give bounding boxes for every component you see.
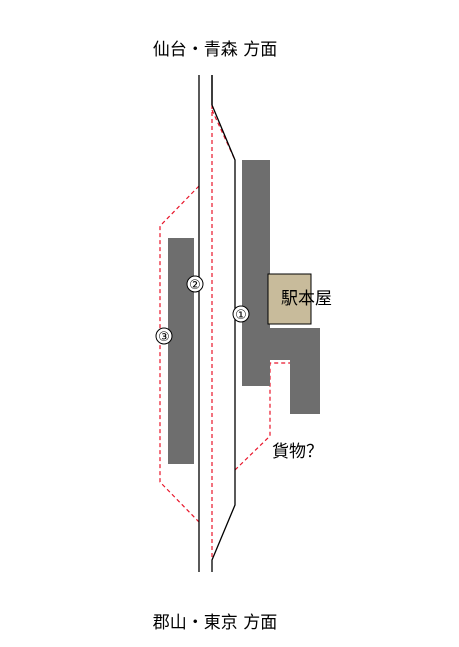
svg-text:③: ③: [158, 330, 170, 345]
former-siding-track-3: [159, 185, 200, 523]
svg-text:①: ①: [235, 308, 247, 323]
platform-island: [168, 238, 194, 464]
track-line-1: [211, 75, 236, 572]
former-freight-siding: [234, 362, 290, 471]
platform-main: [242, 160, 320, 414]
station-building: [267, 273, 312, 325]
track-marker-3: ③: [155, 327, 173, 345]
current-tracks: [198, 75, 236, 572]
freight-label: 貨物？: [272, 442, 323, 462]
track-marker-1: ①: [232, 305, 250, 323]
station-building-label: 駅本屋: [281, 289, 332, 309]
direction-bottom-label: 郡山・東京 方面: [153, 613, 277, 633]
track-marker-2: ②: [186, 275, 204, 293]
svg-text:②: ②: [189, 278, 201, 293]
direction-top-label: 仙台・青森 方面: [153, 40, 277, 60]
